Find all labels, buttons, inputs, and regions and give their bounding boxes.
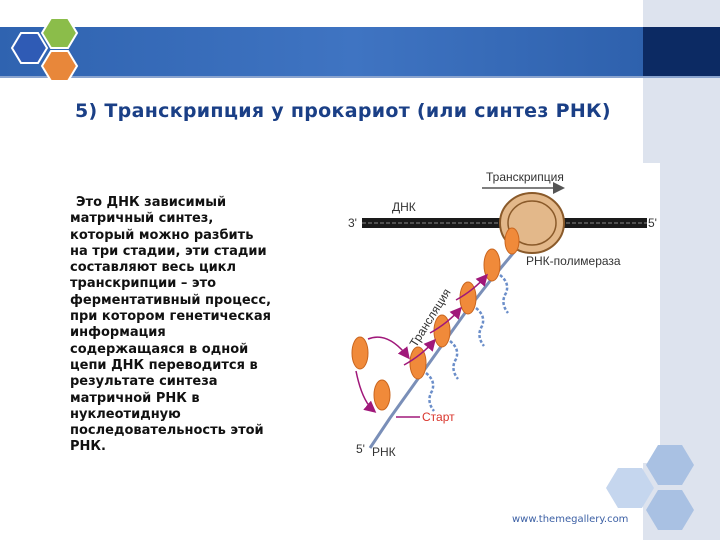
header-bar-dark-block (643, 27, 720, 76)
dna-3prime-label: 3' (348, 216, 357, 230)
header-divider (0, 76, 720, 78)
rna-polymerase-inner (507, 200, 557, 246)
ribosome (373, 379, 391, 411)
rna-label: РНК (372, 445, 396, 459)
logo-hexagon-orange (40, 50, 79, 82)
logo-hexagon-blue (10, 32, 49, 64)
nascent-peptide (449, 340, 460, 380)
translation-arrow (429, 306, 462, 334)
footer-hexagon (646, 490, 694, 530)
footer-hexagon (646, 445, 694, 485)
ribosome (483, 248, 501, 282)
nascent-peptide (475, 307, 486, 347)
dna-label: ДНК (392, 200, 416, 214)
transcription-diagram: Транскрипция 3' 5' ДНК РНК-полимераза 5'… (330, 163, 660, 463)
translation-arrow (355, 370, 377, 413)
nascent-peptide (499, 274, 510, 314)
rna-polymerase-label: РНК-полимераза (526, 254, 621, 268)
footer-hexagon (606, 468, 654, 508)
start-label: Старт (422, 410, 455, 424)
ribosome (409, 346, 427, 380)
slide-title: 5) Транскрипция у прокариот (или синтез … (75, 100, 611, 122)
body-paragraph: Это ДНК зависимый матричный синтез, кото… (70, 195, 272, 455)
transcription-label: Транскрипция (486, 170, 564, 184)
header-bar (0, 27, 643, 76)
dna-5prime-label: 5' (648, 216, 657, 230)
translation-arrow (367, 336, 410, 360)
ribosome (504, 227, 520, 255)
ribosome (459, 281, 477, 315)
ribosome (351, 336, 369, 370)
translation-arrow (455, 273, 488, 301)
footer-hexagons (606, 445, 694, 530)
body-text: Это ДНК зависимый матричный синтез, кото… (70, 195, 275, 456)
website-url: www.themegallery.com (512, 514, 629, 525)
logo-hexagon-green (40, 17, 79, 49)
translation-arrow (403, 338, 436, 366)
rna-5prime-label: 5' (356, 442, 365, 456)
nascent-peptide (425, 372, 436, 412)
logo-hexagons (10, 17, 79, 82)
